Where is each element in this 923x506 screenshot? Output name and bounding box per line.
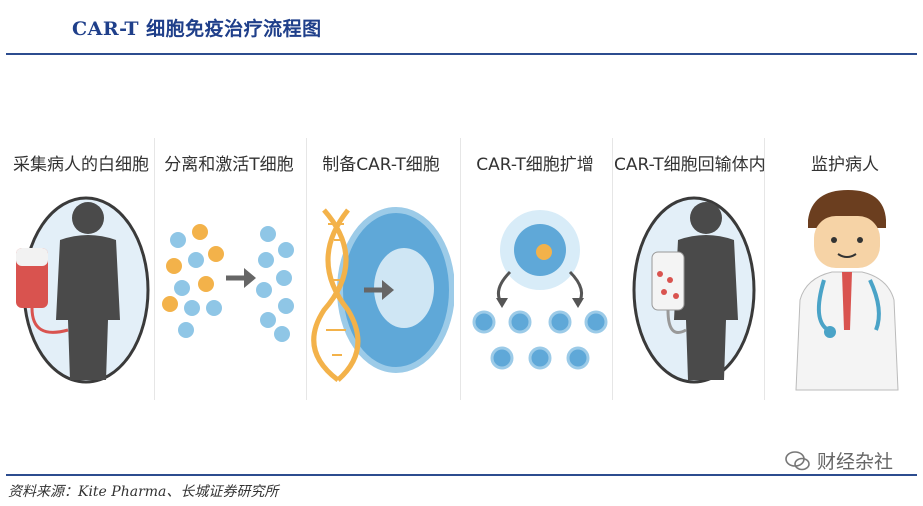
divider xyxy=(612,138,613,400)
page-title: CAR-T 细胞免疫治疗流程图 xyxy=(72,18,322,40)
step-monitor-patient: 监护病人 xyxy=(772,136,918,404)
watermark: 财经杂社 xyxy=(785,447,893,474)
divider xyxy=(460,138,461,400)
footer-divider xyxy=(6,474,917,476)
cell-expansion-icon xyxy=(472,210,608,370)
step-label: 分离和激活T细胞 xyxy=(164,155,294,175)
step-label: CAR-T细胞回输体内 xyxy=(614,155,766,175)
step-label: 监护病人 xyxy=(811,155,879,175)
step-infuse-cart: CAR-T细胞回输体内 xyxy=(614,136,766,404)
step-label: CAR-T细胞扩增 xyxy=(476,155,594,175)
step-label: 制备CAR-T细胞 xyxy=(322,155,440,175)
divider xyxy=(306,138,307,400)
source-note: 资料来源：Kite Pharma、长城证券研究所 xyxy=(8,484,279,500)
step-expand-cart: CAR-T细胞扩增 xyxy=(462,136,608,404)
doctor-icon xyxy=(795,190,899,391)
blood-collection-icon xyxy=(16,196,150,384)
divider xyxy=(764,138,765,400)
step-separate-activate: 分离和激活T细胞 xyxy=(156,136,302,404)
step-collect-leukocytes: 采集病人的白细胞 xyxy=(8,136,154,404)
divider xyxy=(154,138,155,400)
watermark-text: 财经杂社 xyxy=(816,451,893,473)
cell-activation-icon xyxy=(162,224,294,342)
step-prepare-cart: 制备CAR-T细胞 xyxy=(308,136,454,404)
infusion-icon xyxy=(632,196,756,384)
header-divider xyxy=(6,53,917,55)
gene-modification-icon xyxy=(311,207,454,382)
wechat-icon xyxy=(785,450,810,470)
step-label: 采集病人的白细胞 xyxy=(13,155,149,175)
